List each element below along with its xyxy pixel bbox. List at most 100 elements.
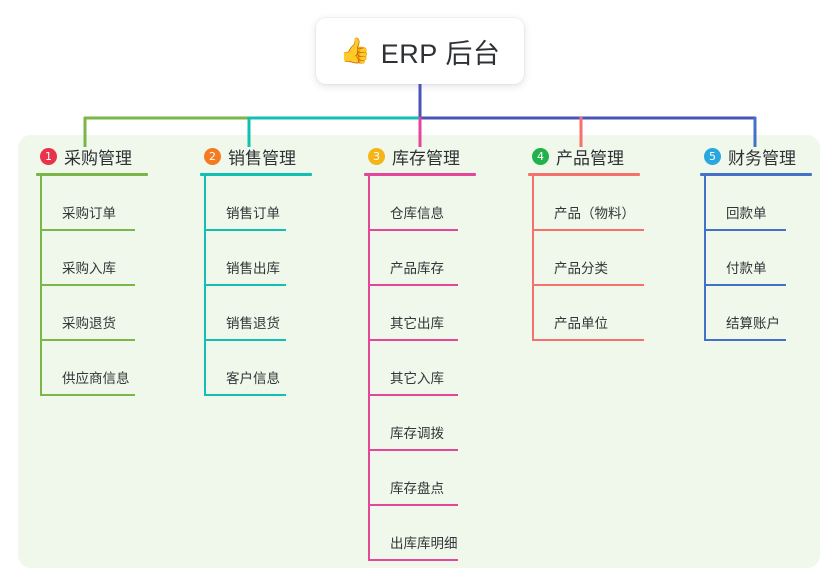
leaf-item[interactable]: 产品分类	[532, 231, 644, 286]
leaf-item-rule	[706, 229, 786, 231]
branch-title-5: 财务管理	[728, 148, 796, 168]
leaf-item-rule	[370, 504, 458, 506]
branch-spine-1	[40, 176, 42, 396]
thumbs-up-icon: 👍	[339, 36, 371, 65]
leaf-item-rule	[534, 339, 644, 341]
branch-badge-3: 3	[368, 147, 385, 165]
branch-spine-3	[368, 176, 370, 561]
branch-rule-3	[364, 173, 476, 176]
leaf-item[interactable]: 其它入库	[368, 341, 476, 396]
branch-header-5[interactable]: 5 财务管理	[700, 143, 812, 169]
leaf-item-rule	[206, 229, 286, 231]
leaf-item-rule	[206, 339, 286, 341]
leaf-item-label: 采购订单	[62, 206, 116, 221]
branch-rule-5	[700, 173, 812, 176]
leaf-item-label: 付款单	[726, 261, 767, 276]
leaf-item-label: 库存调拨	[390, 426, 444, 441]
branch-spine-5	[704, 176, 706, 341]
leaf-item-rule	[534, 284, 644, 286]
branch-column-4: 4 产品管理 产品（物料） 产品分类产品单位	[528, 143, 644, 341]
leaf-item-rule	[42, 339, 135, 341]
leaf-item-label: 销售订单	[226, 206, 280, 221]
leaf-item[interactable]: 采购退货	[40, 286, 148, 341]
leaf-item[interactable]: 产品（物料）	[532, 176, 644, 231]
branch-header-3[interactable]: 3 库存管理	[364, 143, 476, 169]
branch-column-3: 3 库存管理 仓库信息产品库存其它出库其它入库库存调拨库存盘点出库库明细	[364, 143, 476, 561]
branch-header-2[interactable]: 2 销售管理	[200, 143, 312, 169]
branch-leaves-2: 销售订单销售出库销售退货客户信息	[200, 176, 312, 396]
leaf-item-rule	[370, 284, 458, 286]
leaf-item[interactable]: 客户信息	[204, 341, 312, 396]
branch-badge-1: 1	[40, 147, 57, 165]
branch-column-5: 5 财务管理 回款单付款单结算账户	[700, 143, 812, 341]
leaf-item-label: 库存盘点	[390, 481, 444, 496]
leaf-item[interactable]: 回款单	[704, 176, 812, 231]
leaf-item[interactable]: 结算账户	[704, 286, 812, 341]
leaf-item[interactable]: 供应商信息	[40, 341, 148, 396]
leaf-item[interactable]: 采购订单	[40, 176, 148, 231]
branch-title-2: 销售管理	[228, 148, 296, 168]
leaf-item-label: 结算账户	[726, 316, 780, 331]
leaf-item-label: 回款单	[726, 206, 767, 221]
leaf-item-label: 产品单位	[554, 316, 608, 331]
leaf-item-rule	[370, 449, 458, 451]
leaf-item[interactable]: 仓库信息	[368, 176, 476, 231]
leaf-item-label: 销售退货	[226, 316, 280, 331]
leaf-item-rule	[42, 394, 135, 396]
leaf-item-rule	[206, 284, 286, 286]
branch-rule-2	[200, 173, 312, 176]
leaf-item-rule	[370, 559, 458, 561]
leaf-item[interactable]: 采购入库	[40, 231, 148, 286]
leaf-item-label: 客户信息	[226, 371, 280, 386]
root-node[interactable]: 👍 ERP 后台	[316, 18, 524, 84]
branch-title-4: 产品管理	[556, 148, 624, 168]
branch-badge-2: 2	[204, 147, 221, 165]
leaf-item-label: 出库库明细	[390, 536, 458, 551]
leaf-item-rule	[706, 339, 786, 341]
branch-leaves-4: 产品（物料） 产品分类产品单位	[528, 176, 644, 341]
leaf-item-rule	[706, 284, 786, 286]
leaf-item[interactable]: 销售出库	[204, 231, 312, 286]
leaf-item[interactable]: 其它出库	[368, 286, 476, 341]
leaf-item-label: 仓库信息	[390, 206, 444, 221]
leaf-item[interactable]: 库存调拨	[368, 396, 476, 451]
branch-column-2: 2 销售管理 销售订单销售出库销售退货客户信息	[200, 143, 312, 396]
leaf-item[interactable]: 产品单位	[532, 286, 644, 341]
branch-header-4[interactable]: 4 产品管理	[528, 143, 640, 169]
leaf-item-rule	[370, 394, 458, 396]
leaf-item[interactable]: 产品库存	[368, 231, 476, 286]
branch-title-1: 采购管理	[64, 148, 132, 168]
leaf-item-label: 其它入库	[390, 371, 444, 386]
leaf-item-label: 采购入库	[62, 261, 116, 276]
branch-leaves-1: 采购订单采购入库采购退货供应商信息	[36, 176, 148, 396]
leaf-item-rule	[370, 339, 458, 341]
leaf-item[interactable]: 库存盘点	[368, 451, 476, 506]
leaf-item[interactable]: 销售退货	[204, 286, 312, 341]
branch-badge-5: 5	[704, 147, 721, 165]
leaf-item-label: 产品分类	[554, 261, 608, 276]
root-node-label: ERP 后台	[380, 38, 501, 69]
leaf-item-label: 产品库存	[390, 261, 444, 276]
leaf-item-label: 其它出库	[390, 316, 444, 331]
branch-title-3: 库存管理	[392, 148, 460, 168]
leaf-item-label: 销售出库	[226, 261, 280, 276]
branch-rule-1	[36, 173, 148, 176]
leaf-item-label: 产品（物料）	[554, 206, 635, 221]
leaf-item-rule	[42, 284, 135, 286]
leaf-item[interactable]: 出库库明细	[368, 506, 476, 561]
branch-badge-4: 4	[532, 147, 549, 165]
branch-rule-4	[528, 173, 640, 176]
branch-spine-4	[532, 176, 534, 341]
leaf-item-rule	[206, 394, 286, 396]
diagram-panel	[18, 135, 820, 568]
leaf-item[interactable]: 付款单	[704, 231, 812, 286]
leaf-item-label: 供应商信息	[62, 371, 130, 386]
leaf-item-rule	[42, 229, 135, 231]
branch-spine-2	[204, 176, 206, 396]
branch-header-1[interactable]: 1 采购管理	[36, 143, 148, 169]
leaf-item-label: 采购退货	[62, 316, 116, 331]
leaf-item-rule	[534, 229, 644, 231]
branch-leaves-5: 回款单付款单结算账户	[700, 176, 812, 341]
leaf-item[interactable]: 销售订单	[204, 176, 312, 231]
